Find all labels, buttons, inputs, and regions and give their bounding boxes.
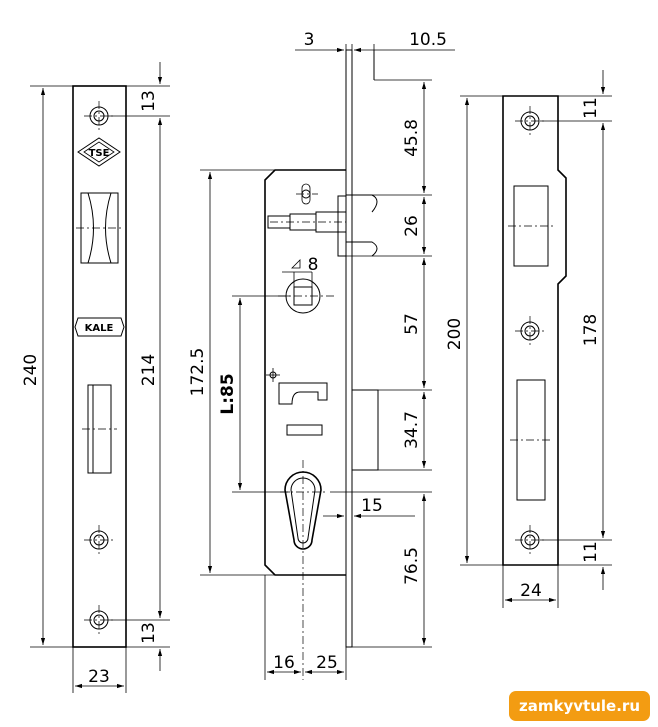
deadbolt-projection bbox=[351, 389, 379, 471]
svg-text:23: 23 bbox=[88, 667, 110, 687]
handle-square-dimension: 8 bbox=[282, 255, 318, 287]
svg-text:178: 178 bbox=[581, 314, 601, 346]
svg-text:172.5: 172.5 bbox=[188, 348, 208, 397]
kale-logo: KALE bbox=[74, 317, 125, 337]
svg-text:8: 8 bbox=[308, 255, 319, 275]
latch-offset-dimension: 45.8 bbox=[374, 79, 432, 193]
cylinder-cutout bbox=[280, 460, 326, 680]
center-distance-dimension: L:85 bbox=[218, 295, 290, 493]
cylinder-bottom-dimension: 76.5 bbox=[330, 491, 432, 648]
strike-middle-screw-hole bbox=[515, 316, 545, 346]
svg-text:L:85: L:85 bbox=[218, 373, 238, 414]
strike-hole-distance-dimension: 178 bbox=[540, 120, 612, 541]
strike-latch-opening bbox=[508, 185, 555, 267]
svg-text:34.7: 34.7 bbox=[402, 411, 422, 449]
backset-dimension: 25 bbox=[305, 647, 347, 680]
faceplate-outline bbox=[72, 85, 127, 648]
latch-bolt bbox=[267, 195, 347, 257]
svg-text:57: 57 bbox=[402, 313, 422, 335]
svg-text:13: 13 bbox=[139, 622, 159, 644]
svg-text:KALE: KALE bbox=[85, 323, 114, 334]
svg-text:26: 26 bbox=[402, 215, 422, 237]
cylinder-offset-dimension: 15 bbox=[323, 496, 415, 519]
strike-bottom-screw-hole bbox=[515, 525, 545, 555]
strike-top-screw-hole bbox=[515, 106, 545, 136]
faceplate-height-dimension: 240 bbox=[21, 85, 73, 648]
reference-cross bbox=[266, 368, 280, 382]
svg-text:11: 11 bbox=[581, 541, 601, 563]
pivot-mark bbox=[296, 183, 318, 205]
deadbolt-opening bbox=[82, 384, 117, 474]
strike-height-dimension: 200 bbox=[445, 95, 503, 566]
body-height-dimension: 172.5 bbox=[188, 169, 275, 576]
svg-text:45.8: 45.8 bbox=[402, 119, 422, 157]
plate-width-dimension: 16 bbox=[264, 575, 301, 680]
front-plate bbox=[345, 49, 353, 648]
svg-text:11: 11 bbox=[581, 97, 601, 119]
faceplate-bottom-offset-dimension: 13 bbox=[126, 622, 170, 671]
strike-top-offset-dimension: 11 bbox=[558, 70, 612, 119]
faceplate-middle-screw-hole bbox=[84, 525, 114, 555]
strike-plate-view: 200 178 11 11 24 bbox=[445, 70, 612, 608]
deadbolt-height-dimension: 34.7 bbox=[378, 389, 432, 471]
faceplate-width-dimension: 23 bbox=[72, 647, 127, 693]
faceplate-view: TSE KALE 240 bbox=[21, 62, 170, 693]
strike-deadbolt-opening bbox=[510, 379, 552, 501]
svg-text:240: 240 bbox=[21, 354, 41, 386]
deadbolt-cam bbox=[278, 382, 328, 405]
faceplate-top-offset-dimension: 13 bbox=[126, 62, 170, 112]
latch-height-dimension: 26 bbox=[346, 194, 432, 257]
watermark-badge[interactable]: zamkyvtule.ru bbox=[509, 691, 650, 721]
svg-text:16: 16 bbox=[273, 653, 295, 673]
tse-logo: TSE bbox=[77, 137, 121, 167]
svg-text:76.5: 76.5 bbox=[402, 547, 422, 585]
strike-bottom-offset-dimension: 11 bbox=[558, 541, 612, 590]
svg-text:25: 25 bbox=[316, 653, 338, 673]
strike-width-dimension: 24 bbox=[502, 565, 559, 608]
svg-text:24: 24 bbox=[520, 581, 542, 601]
svg-text:15: 15 bbox=[361, 496, 383, 516]
faceplate-hole-distance-dimension: 214 bbox=[108, 115, 170, 621]
svg-text:200: 200 bbox=[445, 318, 465, 350]
lock-case bbox=[264, 169, 346, 576]
plate-thickness-dimension: 3 bbox=[295, 30, 353, 60]
handle-follower bbox=[278, 259, 335, 314]
body-offset-dimension: 10.5 bbox=[354, 30, 455, 60]
svg-text:3: 3 bbox=[304, 30, 315, 50]
svg-text:13: 13 bbox=[139, 90, 159, 112]
lock-body-view: 3 10.5 172.5 L:85 45.8 bbox=[188, 30, 455, 680]
latch-opening bbox=[76, 192, 123, 264]
handle-to-latch-dimension: 57 bbox=[402, 258, 427, 388]
tumbler-slot bbox=[286, 424, 323, 436]
svg-text:10.5: 10.5 bbox=[409, 30, 447, 50]
svg-text:214: 214 bbox=[139, 354, 159, 386]
svg-text:TSE: TSE bbox=[89, 148, 110, 159]
